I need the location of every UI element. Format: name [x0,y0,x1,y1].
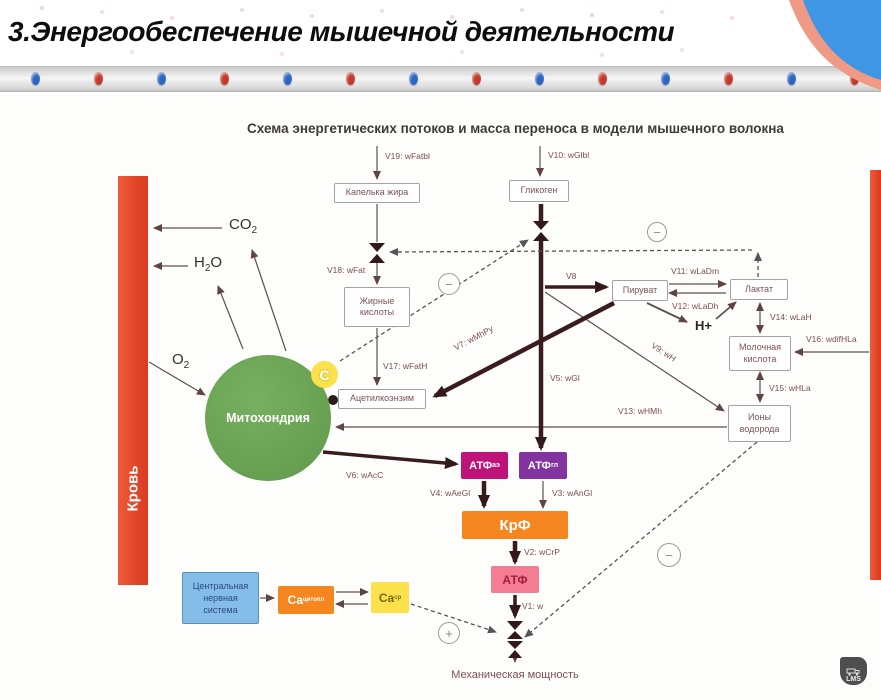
node-pyruvate: Пируват [612,280,668,301]
lms-watermark: LMS [840,657,867,685]
node-glycogen: Гликоген [509,180,569,202]
header-dot [661,72,670,85]
header-dot [31,72,40,85]
h-plus-label: H+ [695,318,712,333]
mechanical-power-label: Механическая мощность [451,669,579,681]
header-dot [283,72,292,85]
node-mitochondria: Митохондрия [205,355,331,481]
node-lactate: Лактат [730,279,788,300]
flow-label-v13: V13: wHMh [618,406,662,416]
node-fatty-acids: Жирные кислоты [344,287,410,327]
node-creatine-phosphate: КрФ [462,511,568,539]
citrate-badge: C [311,361,338,388]
header-dot [157,72,166,85]
valve-symbols [369,221,549,658]
confetti-decoration [40,6,44,10]
atp-aerobic-label: АТФ [469,459,493,472]
thick-flow-arrows [322,204,616,619]
header-divider-bar [0,66,881,92]
ca-sr-label: Ca [378,590,395,605]
node-lactic-acid: Молочная кислота [729,336,791,371]
ca-sr-subscript: ср [394,594,402,601]
header-dot [409,72,418,85]
slide-title: 3.Энергообеспечение мышечной деятельност… [8,16,675,47]
header-dot [94,72,103,85]
node-atp-contraction: АТФ [491,566,539,593]
diagram-title: Схема энергетических потоков и масса пер… [247,121,784,136]
header-dot [472,72,481,85]
flow-label-v15: V15: wHLa [769,383,811,393]
corner-decoration [789,0,881,90]
plus-sign-calcium: + [438,622,460,644]
slide-header: 3.Энергообеспечение мышечной деятельност… [0,0,881,95]
header-dots [31,72,881,88]
flow-label-v14: V14: wLaH [770,312,812,322]
node-cns: Центральная нервная система [182,572,259,624]
flow-label-v12: V12: wLaDh [672,301,719,311]
flow-label-v2: V2: wCrP [524,547,560,557]
blood-bar-right [870,170,881,580]
node-fat-droplet: Капелька жира [334,183,420,203]
flow-label-v4: V4: wAeGl [430,488,471,498]
regulation-dashed-arrows [339,239,762,638]
header-dot [598,72,607,85]
ca-cytoplasm-label: Ca [287,593,303,607]
minus-sign-glycolysis: − [438,273,460,295]
truck-icon [846,668,860,676]
flow-label-v1: V1: w [522,601,544,611]
header-dot [724,72,733,85]
ca-cytoplasm-subscript: цитопл [303,597,325,603]
o2-label: O2 [172,351,190,371]
minus-sign-fat: − [647,222,667,242]
atp-glycolytic-subscript: гл [550,462,559,469]
acetyl-junction-dot [328,395,338,405]
header-dot [346,72,355,85]
flow-label-v8: V8 [566,271,577,281]
h2o-label: H2O [194,254,223,274]
blood-bar-left [118,176,148,585]
minus-sign-contraction: − [657,543,681,567]
atp-glycolytic-label: АТФ [527,459,551,472]
atp-aerobic-subscript: аэ [492,462,500,469]
flow-label-v3: V3: wAnGl [552,488,593,498]
header-dot [787,72,796,85]
flow-label-v16: V16: wdifHLa [806,334,857,344]
header-dot [220,72,229,85]
node-acetyl-coa: Ацетилкоэнзим [338,389,426,409]
node-hydrogen-ions: Ионы водорода [728,405,791,442]
flow-label-v17: V17: wFatH [383,361,428,371]
flow-label-v5: V5: wGl [550,373,580,383]
watermark-text: LMS [846,676,861,683]
flow-label-v11: V11: wLaDm [671,266,720,276]
flow-label-v6: V6: wAcC [346,470,384,480]
flow-label-v18: V18: wFat [327,265,366,275]
header-dot [535,72,544,85]
flow-label-v10: V10: wGlbl [548,150,590,160]
flow-label-v19: V19: wFatbl [385,151,430,161]
co2-label: CO2 [229,216,258,236]
